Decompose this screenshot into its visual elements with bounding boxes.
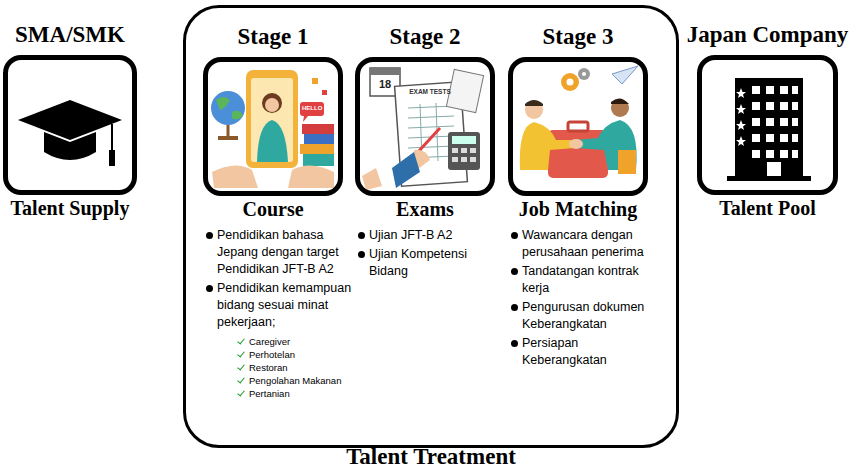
stage-frame: Japan CompanyTalent Pool — [697, 55, 838, 195]
bullet-dot — [511, 268, 518, 275]
bullet-text: Pendidikan kemampuan bidang sesuai minat… — [217, 281, 351, 329]
illustration-label: 18 — [371, 78, 399, 91]
bullet-text: Ujian Kompetensi Bidang — [369, 247, 467, 278]
graduation-cap — [18, 100, 122, 166]
stage-heading: Japan Company — [662, 22, 862, 48]
stage-label: Exams — [330, 197, 520, 221]
bullet-text: Wawancara dengan perusahaan penerima — [522, 228, 644, 259]
check-mark — [237, 389, 245, 397]
check-mark — [237, 363, 245, 371]
bullet-text: Ujian JFT-B A2 — [369, 228, 452, 242]
bullet-item: Ujian Kompetensi Bidang — [358, 246, 493, 280]
bullet-item: Wawancara dengan perusahaan penerima — [511, 227, 661, 261]
check-item: Pertanian — [237, 387, 356, 400]
exams-illustration — [362, 68, 484, 190]
group-frame: Talent TreatmentStage 1CoursePendidikan … — [183, 5, 679, 448]
bullet-text: Pendidikan bahasa Jepang dengan target P… — [217, 228, 339, 276]
check-list: CaregiverPerhotelanRestoranPengolahan Ma… — [237, 335, 356, 400]
stage-label: Talent Supply — [0, 196, 162, 220]
bullet-list: Wawancara dengan perusahaan penerimaTand… — [511, 227, 661, 371]
bullet-text: Persiapan Keberangkatan — [522, 336, 607, 367]
bullet-dot — [206, 285, 213, 292]
stage-frame: Stage 2ExamsUjian JFT-B A2Ujian Kompeten… — [355, 57, 495, 196]
bullet-text: Tandatangan kontrak kerja — [522, 264, 639, 295]
stage-frame: Stage 1CoursePendidikan bahasa Jepang de… — [203, 57, 343, 196]
stage-heading: Stage 3 — [473, 24, 683, 50]
check-item: Caregiver — [237, 335, 356, 348]
stage-label: Talent Pool — [672, 196, 862, 220]
bullet-item: Pendidikan kemampuan bidang sesuai minat… — [206, 280, 356, 400]
check-text: Pertanian — [249, 388, 290, 399]
check-item: Perhotelan — [237, 348, 356, 361]
bullet-dot — [206, 232, 213, 239]
check-mark — [237, 350, 245, 358]
check-item: Restoran — [237, 361, 356, 374]
check-mark — [237, 337, 245, 345]
stage-frame: SMA/SMKTalent Supply — [3, 55, 137, 195]
check-text: Restoran — [249, 362, 288, 373]
check-item: Pengolahan Makanan — [237, 374, 356, 387]
bullet-dot — [511, 340, 518, 347]
bullet-dot — [358, 251, 365, 258]
bullet-item: Persiapan Keberangkatan — [511, 335, 661, 369]
illustration-label: HELLO — [302, 104, 322, 112]
stage-heading: Stage 1 — [168, 24, 378, 50]
check-text: Caregiver — [249, 336, 290, 347]
stage-heading: Stage 2 — [320, 24, 530, 50]
bullet-dot — [511, 232, 518, 239]
stage-label: Job Matching — [483, 197, 673, 221]
illustration-label: EXAM TESTS — [402, 88, 458, 97]
stage-label: Course — [178, 197, 368, 221]
group-title: Talent Treatment — [146, 444, 716, 470]
course-illustration — [211, 70, 334, 188]
bullet-item: Pendidikan bahasa Jepang dengan target P… — [206, 227, 356, 278]
stage-frame: Stage 3Job MatchingWawancara dengan peru… — [508, 57, 648, 196]
bullet-item: Tandatangan kontrak kerja — [511, 263, 661, 297]
bullet-dot — [358, 232, 365, 239]
check-text: Pengolahan Makanan — [249, 375, 341, 386]
bullet-item: Pengurusan dokumen Keberangkatan — [511, 299, 661, 333]
building-icon — [727, 78, 811, 181]
job-matching-illustration — [520, 66, 638, 178]
bullet-dot — [511, 304, 518, 311]
check-mark — [237, 376, 245, 384]
bullet-list: Ujian JFT-B A2 Ujian Kompetensi Bidang — [358, 227, 493, 282]
bullet-item: Ujian JFT-B A2 — [358, 227, 493, 244]
bullet-list: Pendidikan bahasa Jepang dengan target P… — [206, 227, 356, 402]
check-text: Perhotelan — [249, 349, 295, 360]
stage-heading: SMA/SMK — [0, 22, 172, 48]
bullet-text: Pengurusan dokumen Keberangkatan — [522, 300, 644, 331]
